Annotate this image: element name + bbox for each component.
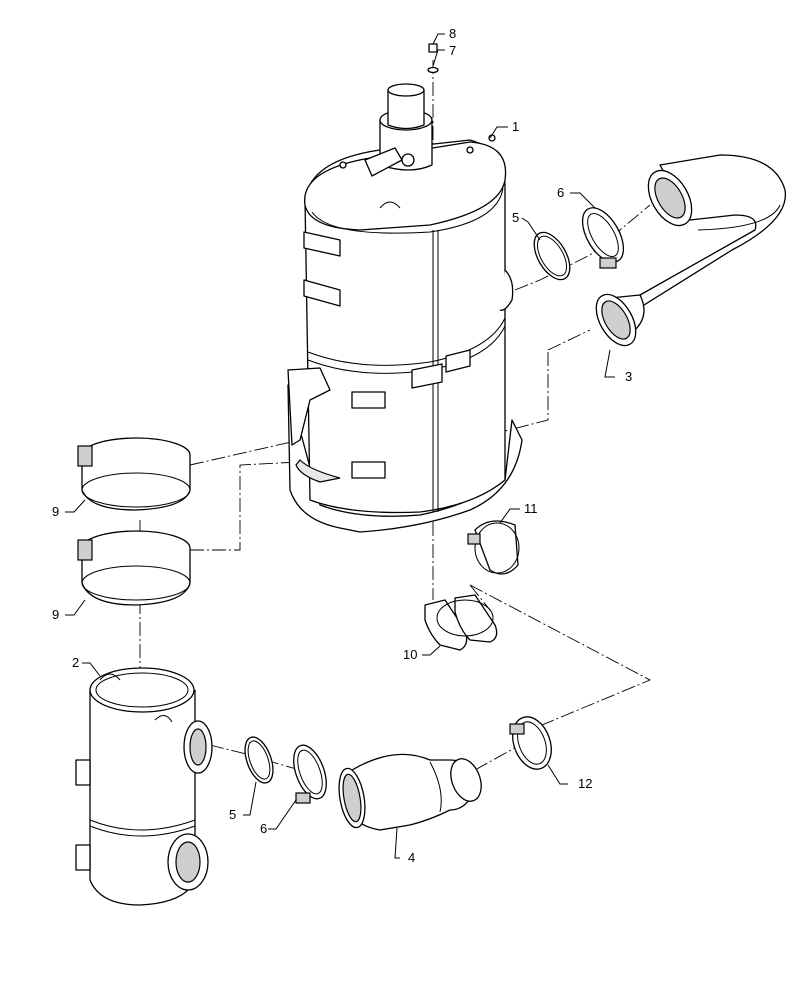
callout-6-upper: 6 [557, 185, 564, 200]
v-clamp-part-6-lower [293, 744, 327, 804]
clamp-ring-part-12 [509, 716, 552, 770]
callout-10: 10 [403, 647, 417, 662]
callout-9-upper: 9 [52, 504, 59, 519]
callout-5-lower: 5 [229, 807, 236, 822]
screw-and-washer-parts-7-8 [427, 43, 439, 74]
mounting-tabs [303, 231, 471, 479]
split-bracket-part-10 [424, 594, 498, 651]
u-bend-tube-part-3 [595, 154, 787, 347]
callout-4: 4 [408, 850, 415, 865]
o-ring-part-5-upper [533, 231, 571, 281]
saddle-clamp-part-11 [467, 520, 520, 575]
band-clamp-part-9-upper [77, 437, 191, 511]
v-clamp-part-6-upper [581, 207, 625, 269]
callout-12: 12 [578, 776, 592, 791]
canister-part-2 [75, 667, 213, 906]
callout-11: 11 [524, 501, 538, 516]
canister-part-1 [287, 83, 523, 533]
elbow-tube-part-4 [338, 753, 482, 831]
callout-leaders [65, 33, 615, 859]
o-ring-part-5-lower [244, 736, 274, 784]
callout-2: 2 [72, 655, 79, 670]
band-clamp-part-9-lower [77, 530, 191, 606]
callout-6-lower: 6 [260, 821, 267, 836]
callout-labels: 1 2 3 4 5 5 6 6 7 8 9 9 10 11 12 [52, 26, 632, 865]
callout-3: 3 [625, 369, 632, 384]
callout-8: 8 [449, 26, 456, 41]
callout-9-lower: 9 [52, 607, 59, 622]
callout-7: 7 [449, 43, 456, 58]
callout-1: 1 [512, 119, 519, 134]
callout-5-upper: 5 [512, 210, 519, 225]
